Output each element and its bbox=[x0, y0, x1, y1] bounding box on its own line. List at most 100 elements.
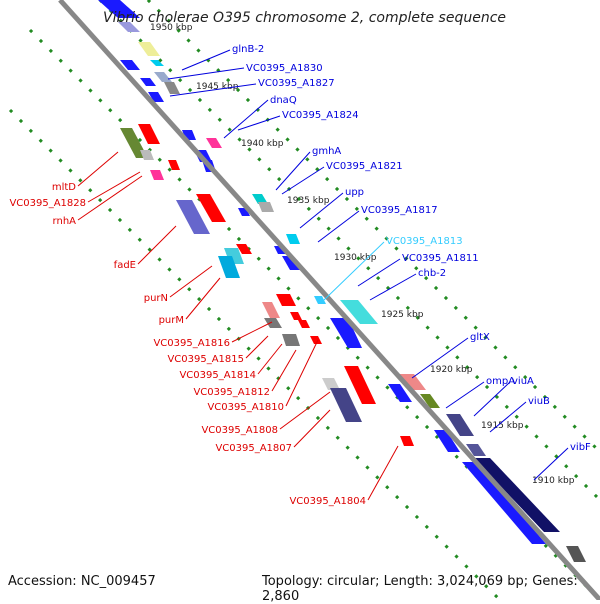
gene-feature[interactable] bbox=[164, 82, 180, 94]
forward-gene-label[interactable]: VC0395_A1830 bbox=[246, 63, 323, 74]
gene-feature[interactable] bbox=[118, 22, 140, 32]
gene-feature[interactable] bbox=[298, 320, 310, 328]
leader-line bbox=[137, 225, 177, 265]
scale-label: 1910 kbp bbox=[532, 476, 575, 486]
gene-feature[interactable] bbox=[434, 430, 460, 452]
gene-feature[interactable] bbox=[120, 60, 140, 70]
forward-gene-label[interactable]: viuB bbox=[528, 396, 550, 407]
forward-gene-label[interactable]: vibF bbox=[570, 442, 591, 453]
leader-line bbox=[77, 175, 143, 221]
scale-label: 1925 kbp bbox=[381, 310, 424, 320]
leader-line bbox=[323, 241, 385, 301]
scale-label: 1920 kbp bbox=[430, 365, 473, 375]
forward-gene-label[interactable]: viuA bbox=[512, 376, 534, 387]
gene-feature[interactable] bbox=[446, 414, 474, 436]
gene-feature[interactable] bbox=[400, 436, 414, 446]
gene-feature[interactable] bbox=[252, 194, 268, 204]
leader-line bbox=[445, 381, 485, 409]
leader-line bbox=[87, 171, 141, 203]
gene-feature[interactable] bbox=[340, 300, 378, 324]
reverse-gene-label[interactable]: rnhA bbox=[53, 216, 77, 227]
leader-line bbox=[245, 335, 269, 359]
leader-line bbox=[231, 321, 273, 343]
gene-feature[interactable] bbox=[420, 394, 440, 408]
forward-genes bbox=[98, 0, 586, 562]
reverse-gene-label[interactable]: VC0395_A1810 bbox=[207, 402, 284, 413]
gene-feature[interactable] bbox=[168, 160, 180, 170]
gene-feature[interactable] bbox=[176, 200, 210, 234]
forward-gene-label[interactable]: ompA bbox=[486, 376, 515, 387]
gene-feature[interactable] bbox=[264, 318, 282, 328]
leader-line bbox=[169, 265, 213, 298]
grid-line bbox=[8, 108, 502, 600]
gene-feature[interactable] bbox=[344, 366, 376, 404]
forward-gene-label[interactable]: gltX bbox=[470, 332, 490, 343]
forward-gene-label[interactable]: VC0395_A1813 bbox=[386, 236, 463, 247]
gene-feature[interactable] bbox=[236, 244, 252, 254]
forward-gene-label[interactable]: gmhA bbox=[312, 146, 341, 157]
gene-feature[interactable] bbox=[140, 78, 156, 86]
gene-feature[interactable] bbox=[98, 0, 140, 18]
forward-gene-label[interactable]: chb-2 bbox=[418, 268, 446, 279]
leader-line bbox=[185, 277, 221, 320]
gene-feature[interactable] bbox=[150, 170, 164, 180]
gene-feature[interactable] bbox=[218, 256, 240, 278]
forward-gene-label[interactable]: VC0395_A1811 bbox=[402, 253, 479, 264]
gene-feature[interactable] bbox=[148, 92, 164, 102]
gene-feature[interactable] bbox=[330, 318, 362, 348]
reverse-gene-label[interactable]: VC0395_A1812 bbox=[193, 387, 270, 398]
reverse-gene-label[interactable]: purM bbox=[159, 315, 184, 326]
gene-feature[interactable] bbox=[206, 138, 222, 148]
forward-gene-label[interactable]: VC0395_A1821 bbox=[326, 161, 403, 172]
gene-feature[interactable] bbox=[262, 302, 280, 318]
reverse-gene-label[interactable]: purN bbox=[144, 293, 168, 304]
leader-line bbox=[299, 192, 344, 229]
gene-feature[interactable] bbox=[388, 384, 412, 402]
reverse-gene-label[interactable]: VC0395_A1828 bbox=[9, 198, 86, 209]
gene-feature[interactable] bbox=[398, 374, 426, 390]
reverse-gene-label[interactable]: VC0395_A1814 bbox=[179, 370, 256, 381]
reverse-gene-label[interactable]: VC0395_A1816 bbox=[153, 338, 230, 349]
gene-feature[interactable] bbox=[138, 42, 160, 56]
gene-feature[interactable] bbox=[462, 462, 546, 544]
forward-gene-label[interactable]: VC0395_A1817 bbox=[361, 205, 438, 216]
reverse-gene-label[interactable]: mltD bbox=[52, 182, 76, 193]
gene-feature[interactable] bbox=[286, 234, 300, 244]
gene-feature[interactable] bbox=[330, 388, 362, 422]
reverse-gene-label[interactable]: VC0395_A1807 bbox=[215, 443, 292, 454]
leader-line bbox=[357, 258, 401, 287]
gene-feature[interactable] bbox=[310, 336, 322, 344]
leader-line bbox=[285, 339, 319, 407]
leader-line bbox=[533, 447, 569, 481]
reverse-gene-label[interactable]: VC0395_A1815 bbox=[167, 354, 244, 365]
gene-feature[interactable] bbox=[282, 334, 300, 346]
gene-feature[interactable] bbox=[258, 202, 274, 212]
reverse-gene-label[interactable]: VC0395_A1808 bbox=[201, 425, 278, 436]
forward-gene-label[interactable]: VC0395_A1824 bbox=[282, 110, 359, 121]
leader-line bbox=[473, 381, 511, 417]
gene-feature[interactable] bbox=[474, 458, 560, 532]
gene-feature[interactable] bbox=[322, 378, 340, 390]
gene-feature[interactable] bbox=[290, 312, 302, 320]
leader-line bbox=[293, 409, 331, 448]
gene-feature[interactable] bbox=[154, 72, 172, 82]
gene-feature[interactable] bbox=[566, 546, 586, 562]
forward-gene-label[interactable]: glnB-2 bbox=[232, 44, 264, 55]
gene-feature[interactable] bbox=[466, 444, 486, 456]
forward-gene-label[interactable]: VC0395_A1827 bbox=[258, 78, 335, 89]
gene-feature[interactable] bbox=[150, 60, 164, 66]
gene-feature[interactable] bbox=[282, 256, 300, 270]
reverse-gene-label[interactable]: VC0395_A1804 bbox=[289, 496, 366, 507]
gene-feature[interactable] bbox=[138, 124, 160, 144]
leader-line bbox=[317, 210, 360, 243]
forward-gene-label[interactable]: dnaQ bbox=[270, 95, 297, 106]
gene-feature[interactable] bbox=[314, 296, 326, 304]
scale-label: 1940 kbp bbox=[241, 139, 284, 149]
gene-feature[interactable] bbox=[276, 294, 296, 306]
forward-gene-label[interactable]: upp bbox=[345, 187, 364, 198]
reverse-gene-label[interactable]: fadE bbox=[114, 260, 136, 271]
gene-feature[interactable] bbox=[196, 194, 226, 222]
gene-feature[interactable] bbox=[140, 150, 154, 160]
